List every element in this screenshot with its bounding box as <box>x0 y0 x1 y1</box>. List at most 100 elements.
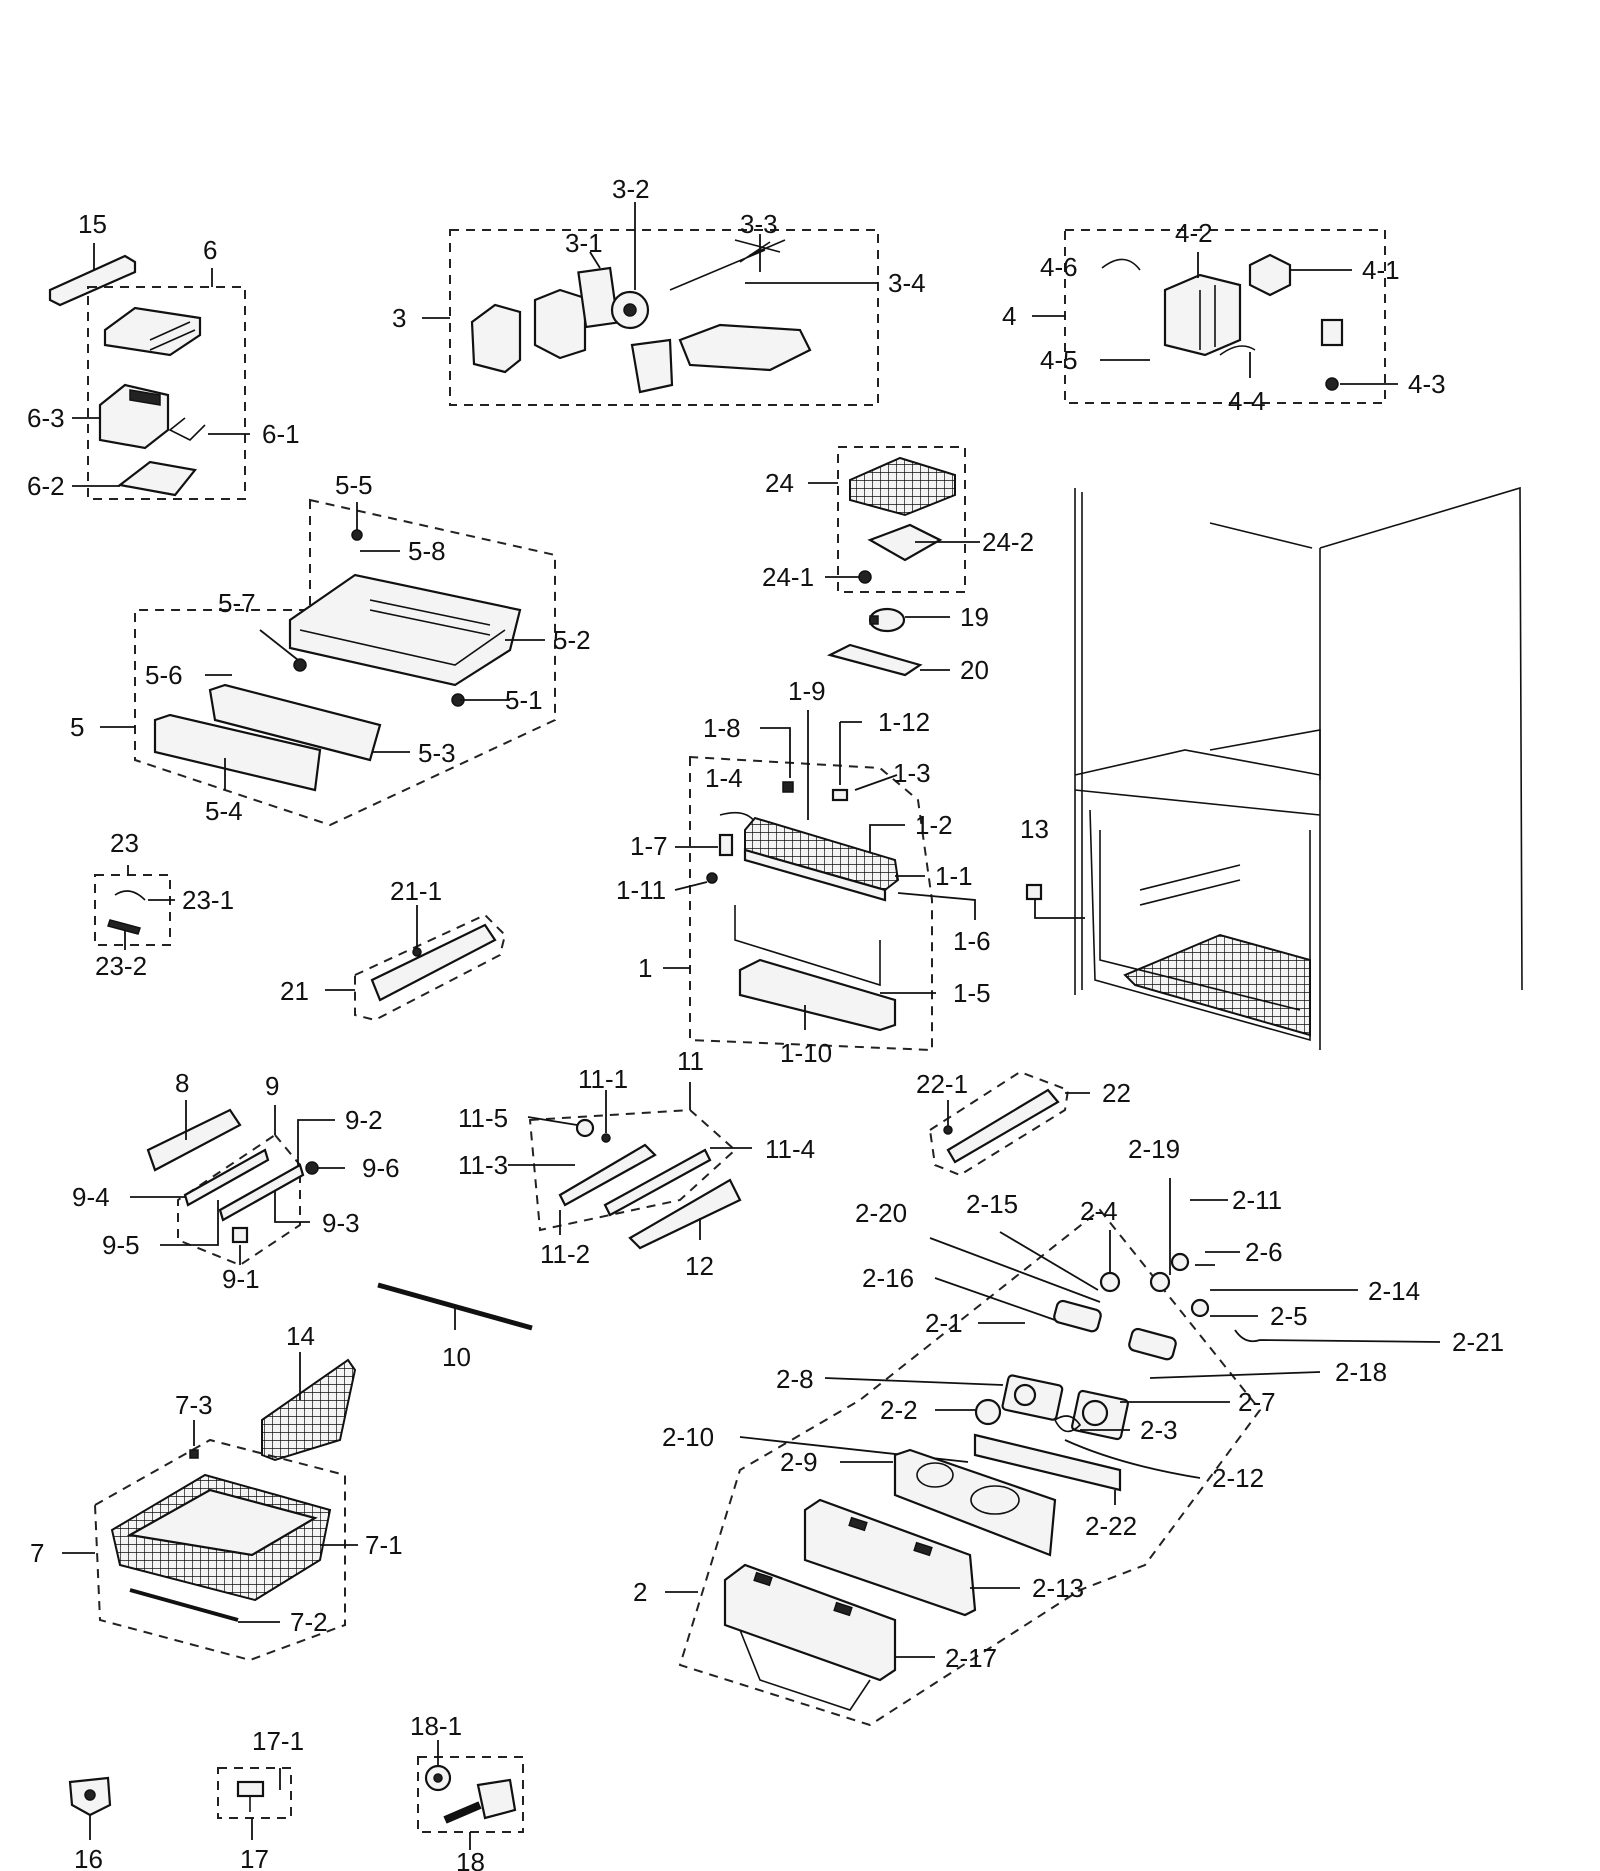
label-3: 3 <box>392 303 406 333</box>
part-11-5-roller <box>575 1118 595 1138</box>
label-2-12: 2-12 <box>1212 1463 1264 1493</box>
label-18: 18 <box>456 1847 485 1871</box>
label-2-16: 2-16 <box>862 1263 914 1293</box>
part-2-9-shroud <box>893 1448 1057 1557</box>
part-2-19-motor <box>1149 1271 1171 1293</box>
part-4-4-harness <box>1219 345 1256 356</box>
label-2-19: 2-19 <box>1128 1134 1180 1164</box>
label-7: 7 <box>30 1538 44 1568</box>
part-11-1-screw <box>601 1133 611 1143</box>
label-17-1: 17-1 <box>252 1726 304 1756</box>
label-8: 8 <box>175 1068 189 1098</box>
label-24: 24 <box>765 468 794 498</box>
part-23-2-heater <box>107 919 141 935</box>
label-9-4: 9-4 <box>72 1182 110 1212</box>
label-11-1: 11-1 <box>578 1064 628 1094</box>
label-1-2: 1-2 <box>915 810 953 840</box>
label-5-2: 5-2 <box>553 625 591 655</box>
label-22-1: 22-1 <box>916 1069 968 1099</box>
label-24-2: 24-2 <box>982 527 1034 557</box>
part-5-2-drawer-tray <box>288 573 522 687</box>
label-18-1: 18-1 <box>410 1711 462 1741</box>
part-3-3-auger <box>669 239 786 291</box>
label-5-7: 5-7 <box>218 588 256 618</box>
label-2-17: 2-17 <box>945 1643 997 1673</box>
label-2-2: 2-2 <box>880 1395 918 1425</box>
part-5-5-screw <box>351 529 363 541</box>
label-13: 13 <box>1020 814 1049 844</box>
part-23-1-wire <box>114 890 146 901</box>
part-3-2-motor <box>610 290 674 394</box>
part-5-7-roller <box>293 658 307 672</box>
label-4: 4 <box>1002 301 1016 331</box>
label-5-8: 5-8 <box>408 536 446 566</box>
label-14: 14 <box>286 1321 315 1351</box>
label-21-1: 21-1 <box>390 876 442 906</box>
part-6-3-icemaker <box>98 383 170 450</box>
part-22-rail <box>946 1088 1060 1164</box>
label-2-21: 2-21 <box>1452 1327 1504 1357</box>
part-5-4-front-panel <box>153 713 322 792</box>
label-2-13: 2-13 <box>1032 1573 1084 1603</box>
group-17-box <box>217 1767 292 1819</box>
label-2-6: 2-6 <box>1245 1237 1283 1267</box>
label-4-1: 4-1 <box>1362 255 1400 285</box>
label-22: 22 <box>1102 1078 1131 1108</box>
label-3-4: 3-4 <box>888 268 926 298</box>
part-19-bulb <box>868 607 906 633</box>
label-5-4: 5-4 <box>205 796 243 826</box>
group-2-box <box>678 1208 1262 1727</box>
group-6-box <box>87 286 246 500</box>
part-2-3-blade <box>1054 1415 1082 1433</box>
part-11-4-rail <box>603 1148 712 1217</box>
label-1-1: 1-1 <box>935 861 973 891</box>
refrigerator-cabinet <box>1074 486 1523 1050</box>
label-11-4: 11-4 <box>765 1134 815 1164</box>
label-7-2: 7-2 <box>290 1607 328 1637</box>
label-1-10: 1-10 <box>780 1038 832 1068</box>
part-2-22-plate <box>973 1433 1122 1492</box>
part-2-4-motor <box>1099 1271 1121 1293</box>
group-7-box <box>93 1438 346 1662</box>
part-6-1-heater-wire <box>168 417 206 441</box>
label-4-2: 4-2 <box>1175 218 1213 248</box>
label-9-3: 9-3 <box>322 1208 360 1238</box>
label-2-18: 2-18 <box>1335 1357 1387 1387</box>
label-15: 15 <box>78 209 107 239</box>
label-2-3: 2-3 <box>1140 1415 1178 1445</box>
group-22-box <box>928 1070 1070 1177</box>
label-1-7: 1-7 <box>630 831 668 861</box>
label-6-1: 6-1 <box>262 419 300 449</box>
part-4-1-solenoid <box>1248 253 1292 297</box>
part-1-10-drain-tray <box>738 958 897 1032</box>
part-24-cover <box>849 456 956 517</box>
part-4-2-dispenser-housing <box>1163 273 1242 357</box>
label-24-1: 24-1 <box>762 562 814 592</box>
part-21-rail <box>370 923 497 1002</box>
part-24-1-socket <box>858 570 872 584</box>
label-7-1: 7-1 <box>365 1530 403 1560</box>
label-2-10: 2-10 <box>662 1422 714 1452</box>
group-24-box <box>837 446 966 593</box>
label-1-12: 1-12 <box>878 707 930 737</box>
label-21: 21 <box>280 976 309 1006</box>
label-2-8: 2-8 <box>776 1364 814 1394</box>
part-18-valve <box>443 1778 517 1824</box>
part-11-3-rail <box>558 1143 657 1207</box>
label-4-4: 4-4 <box>1228 386 1266 416</box>
part-12-cover <box>628 1178 742 1250</box>
part-1-1-evaporator <box>743 816 900 902</box>
part-8-rail <box>146 1108 242 1172</box>
part-20-lamp-bracket <box>826 643 923 677</box>
label-5: 5 <box>70 712 84 742</box>
label-6-2: 6-2 <box>27 471 65 501</box>
label-9-1: 9-1 <box>222 1264 260 1294</box>
part-1-8-sensor <box>782 781 794 793</box>
label-23-1: 23-1 <box>182 885 234 915</box>
label-1: 1 <box>638 953 652 983</box>
part-4-6-wire <box>1101 258 1141 271</box>
part-6-2-bracket <box>117 460 198 497</box>
label-3-3: 3-3 <box>740 209 778 239</box>
label-10: 10 <box>442 1342 471 1372</box>
